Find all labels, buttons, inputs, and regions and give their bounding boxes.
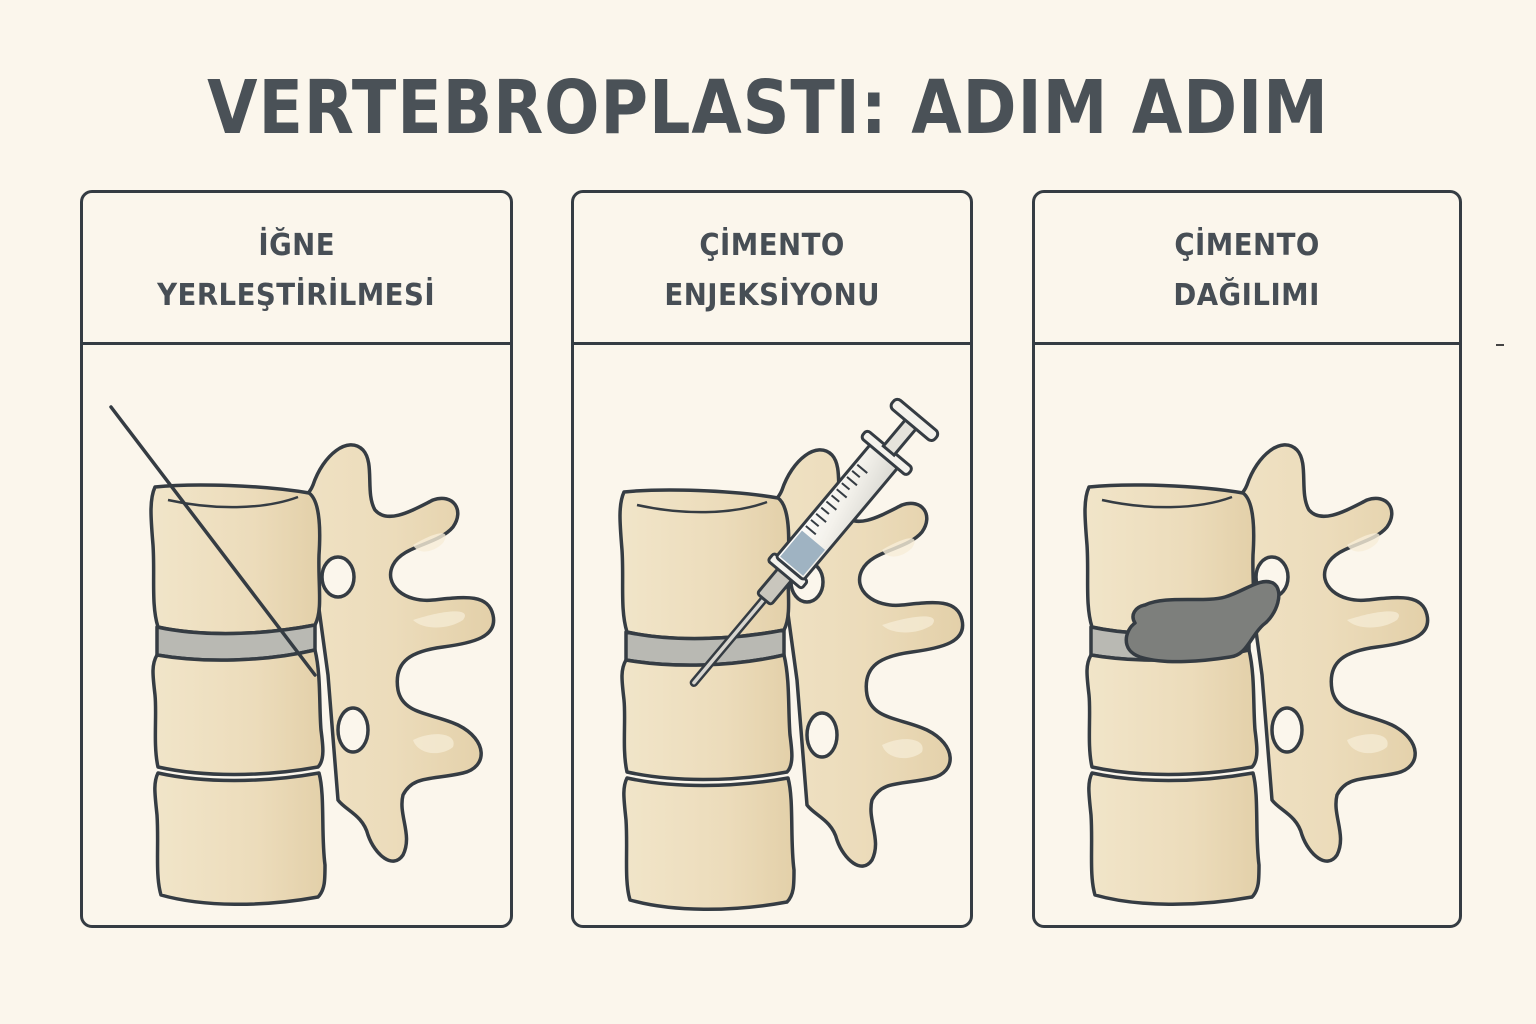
step-panel-cement-injection: ÇİMENTO ENJEKSİYONU xyxy=(571,190,973,928)
step-panel-needle-placement: İĞNE YERLEŞTİRİLMESİ xyxy=(80,190,513,928)
panel-title-line1: ÇİMENTO xyxy=(699,227,845,263)
panel-title-line2: YERLEŞTİRİLMESİ xyxy=(157,277,436,313)
step-panel-cement-distribution: ÇİMENTO DAĞILIMI xyxy=(1032,190,1462,928)
panel-header: ÇİMENTO ENJEKSİYONU xyxy=(574,193,970,345)
stray-mark xyxy=(1496,344,1504,346)
panel-header: İĞNE YERLEŞTİRİLMESİ xyxy=(83,193,510,345)
panel-title-line1: ÇİMENTO xyxy=(1174,227,1320,263)
panel-header: ÇİMENTO DAĞILIMI xyxy=(1035,193,1459,345)
vertebra-needle-illustration xyxy=(83,345,510,925)
panel-title-line2: DAĞILIMI xyxy=(1173,277,1321,313)
syringe-icon xyxy=(689,397,940,687)
cement-deposit-icon xyxy=(1124,579,1281,664)
vertebra-syringe-illustration xyxy=(574,345,970,925)
vertebra-cement-illustration xyxy=(1035,345,1459,925)
needle-icon xyxy=(109,405,317,677)
page-title: VERTEBROPLASTI: ADIM ADIM xyxy=(207,65,1329,151)
panel-title-line2: ENJEKSİYONU xyxy=(664,277,880,313)
panel-title-line1: İĞNE xyxy=(258,227,335,263)
